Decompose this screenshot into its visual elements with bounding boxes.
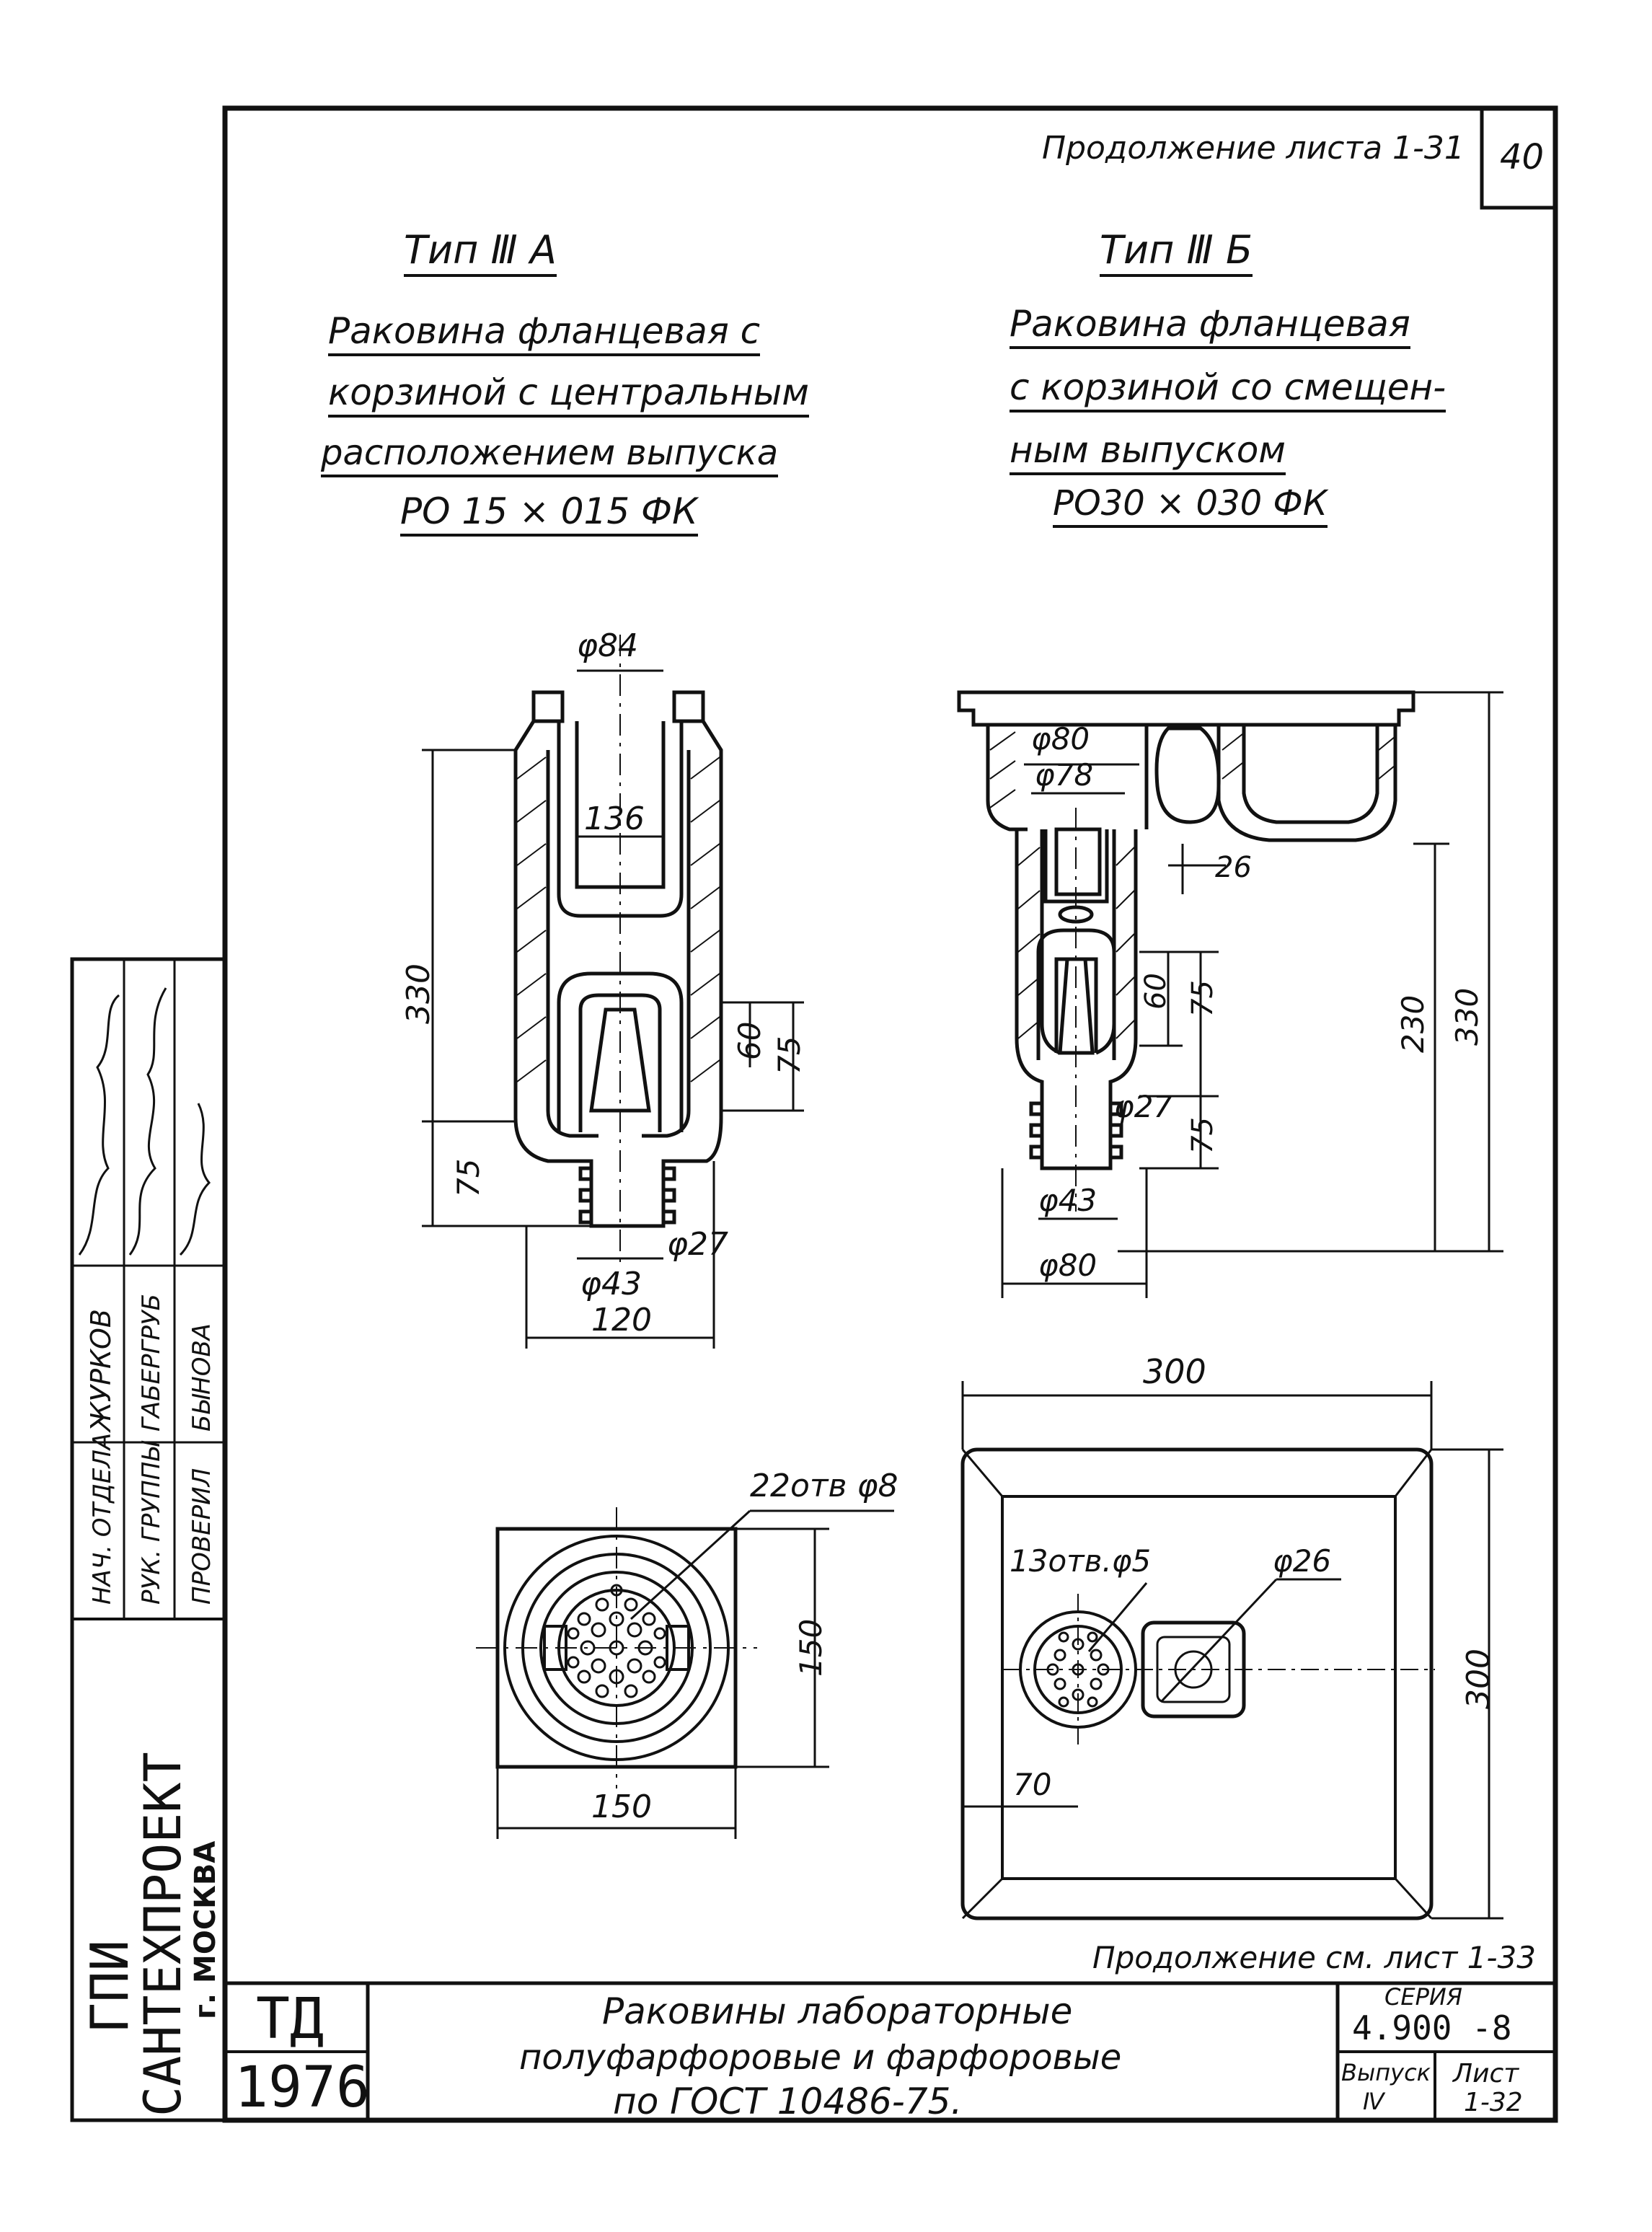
title-block-td: ТД bbox=[256, 1987, 324, 2052]
title-line-1: Раковины лабораторные bbox=[602, 1990, 1073, 2032]
type-a-plan-dim-width: 150 bbox=[591, 1788, 652, 1825]
type-b-dim-d78: φ78 bbox=[1035, 757, 1094, 793]
type-a-desc-1: Раковина фланцевая с bbox=[328, 310, 761, 356]
type-b-label: Тип Ⅲ Б bbox=[1100, 227, 1253, 277]
stamp-org-city: г. МОСКВА bbox=[189, 1840, 222, 2019]
issue-label: Выпуск bbox=[1341, 2059, 1431, 2086]
type-b-holes-label: 13отв.φ5 bbox=[1010, 1543, 1152, 1579]
type-b-dim-d80-bottom: φ80 bbox=[1038, 1248, 1097, 1283]
type-a-dim-d27: φ27 bbox=[667, 1226, 729, 1263]
stamp-org-santekhproekt: САНТЕХПРОЕКТ bbox=[133, 1752, 193, 2117]
type-a-label: Тип Ⅲ А bbox=[404, 227, 557, 277]
page-number: 40 bbox=[1500, 137, 1545, 177]
type-a-dim-d43: φ43 bbox=[580, 1266, 642, 1302]
type-a-holes-label: 22отв φ8 bbox=[750, 1468, 898, 1504]
type-b-dim-26: 26 bbox=[1215, 851, 1252, 884]
stamp-org-gpi: ГПИ bbox=[79, 1939, 140, 2034]
type-b-dim-d80-top: φ80 bbox=[1031, 721, 1090, 757]
type-a-dim-136: 136 bbox=[584, 800, 645, 837]
type-b-desc-2: с корзиной со смещен- bbox=[1010, 366, 1446, 413]
series-label: СЕРИЯ bbox=[1384, 1983, 1463, 2011]
continuation-of-label: Продолжение листа 1-31 bbox=[1042, 130, 1465, 167]
type-a-desc-2: корзиной с центральным bbox=[328, 371, 809, 418]
sheet-label: Лист bbox=[1453, 2059, 1519, 2088]
continuation-to-label: Продолжение см. лист 1-33 bbox=[1092, 1940, 1536, 1975]
title-line-2: полуфарфоровые и фарфоровые bbox=[519, 2037, 1122, 2078]
type-a-code: РО 15 × 015 ФК bbox=[400, 490, 698, 537]
type-b-code: РО30 × 030 ФК bbox=[1053, 483, 1328, 528]
sheet-value: 1-32 bbox=[1464, 2088, 1523, 2117]
type-b-desc-3: ным выпуском bbox=[1010, 429, 1286, 475]
type-b-plan-dim-width: 300 bbox=[1143, 1352, 1206, 1391]
type-b-desc-1: Раковина фланцевая bbox=[1010, 303, 1410, 349]
type-b-dim-70: 70 bbox=[1013, 1767, 1052, 1802]
issue-value: Ⅳ bbox=[1363, 2088, 1384, 2115]
series-value: 4.900 -8 bbox=[1352, 2008, 1512, 2047]
type-a-desc-3: расположением выпуска bbox=[321, 433, 779, 477]
type-b-dim-d43: φ43 bbox=[1038, 1183, 1097, 1218]
type-b-dim-d27: φ27 bbox=[1114, 1089, 1173, 1124]
type-a-dim-d84: φ84 bbox=[577, 627, 639, 664]
type-b-dim-d26: φ26 bbox=[1273, 1543, 1332, 1579]
title-block-year: 1976 bbox=[234, 2055, 370, 2120]
title-line-3: по ГОСТ 10486-75. bbox=[613, 2081, 963, 2122]
type-a-dim-120: 120 bbox=[591, 1302, 652, 1338]
